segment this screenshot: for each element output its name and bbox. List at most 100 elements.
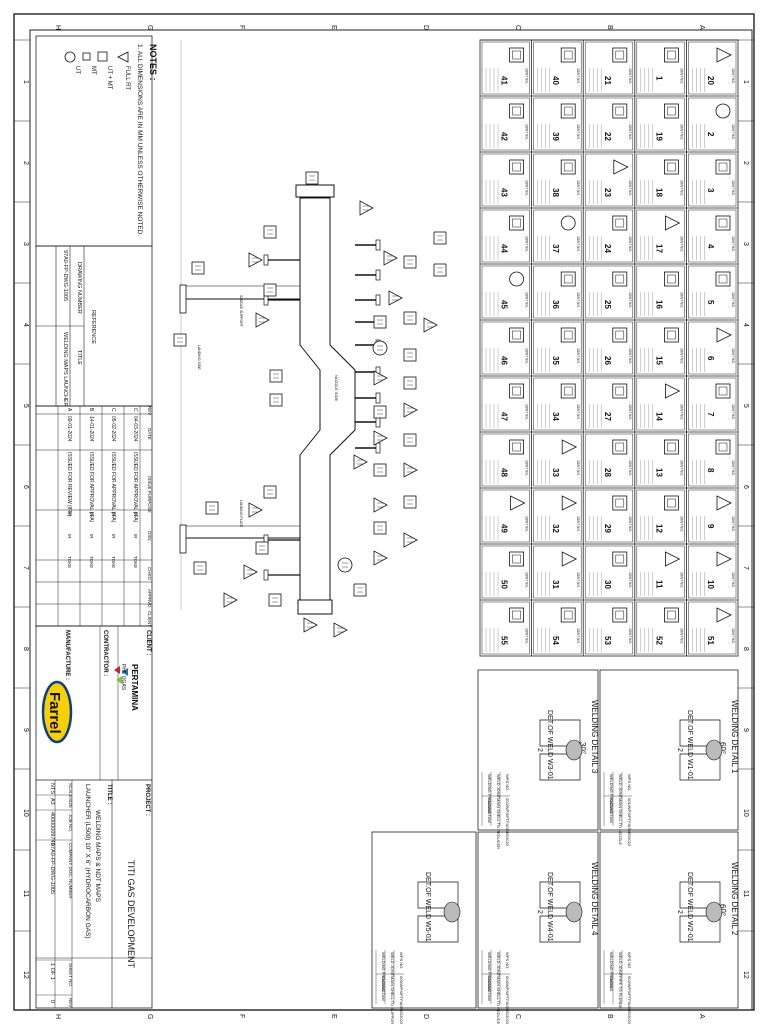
revision-initials: IR (111, 534, 116, 539)
weld-joint-label: JOINT NO. (628, 292, 632, 308)
weld-joint-cell (584, 433, 634, 487)
end-flange (297, 599, 333, 615)
revision-purpose: ISSUED FOR APPROVAL (IFA) (88, 452, 94, 523)
full-rt-callout-icon (243, 564, 258, 580)
ut-mt-icon (509, 551, 525, 567)
weld-bead-icon (705, 901, 723, 923)
weld-bead-icon (443, 901, 461, 923)
weld-joint-number: 29 (603, 524, 612, 533)
revision-header: REV (147, 406, 152, 415)
ut-mt-callout-icon (269, 369, 283, 383)
weld-info-value: MAIN SHELL TO SUPPORT (390, 976, 395, 1024)
welding-detail-title: WELDING DETAIL 4 (590, 862, 599, 936)
weld-joint-label: JOINT NO. (576, 628, 580, 644)
weld-joint-label: JOINT NO. (628, 404, 632, 420)
welding-detail-box (371, 831, 477, 1009)
company-doc-value: 97A0-FP-DWG-1005 (49, 843, 55, 894)
grid-number-left: 6 (22, 485, 29, 489)
ut-mt-icon (664, 271, 679, 287)
revision-initials: IR (133, 512, 138, 517)
grid-number-right: 5 (742, 404, 749, 408)
weld-joint-number: 11 (654, 580, 663, 589)
full-rt-callout-icon (373, 550, 388, 566)
weld-joint-label: JOINT NO. (731, 572, 735, 588)
ut-mt-icon (612, 551, 628, 567)
title-line1: WELDING MAPS & NDT MAPS (94, 810, 101, 903)
ut-mt-icon (612, 607, 628, 623)
welding-detail-box (477, 831, 599, 1009)
grid-number-right: 3 (742, 242, 749, 246)
weld-info-label: WPS NO. (627, 952, 632, 969)
contractor-label: CONTRACTOR : (102, 630, 108, 676)
grid-letter-bottom: F (238, 1014, 245, 1018)
weld-joint-number: 27 (603, 412, 612, 421)
weld-joint-label: JOINT NO. (576, 180, 580, 196)
grid-number-right: 2 (742, 161, 749, 165)
sheet-value: 1 OF 1 (49, 963, 55, 980)
manufacturer-name: Farrel (46, 692, 63, 734)
weld-info-label: WELDING PROCESS (487, 774, 492, 814)
welding-detail-title: WELDING DETAIL 1 (730, 700, 739, 774)
full-rt-callout-icon (255, 312, 270, 328)
welding-detail-title: WELDING DETAIL 2 (730, 862, 739, 936)
weld-info-label: WPS NO. (627, 774, 632, 791)
grid-letter-bottom: D (422, 1014, 429, 1019)
revision-initials: IR (89, 512, 94, 517)
weld-joint-number: 49 (500, 524, 509, 533)
support-label-right: LANDING PLATE (239, 500, 243, 528)
weld-joint-cell (481, 601, 530, 655)
ut-icon (560, 215, 576, 231)
weld-joint-number: 25 (603, 300, 612, 309)
weld-joint-cell (636, 489, 685, 543)
ut-mt-icon (715, 439, 731, 455)
ut-mt-icon (509, 607, 525, 623)
weld-joint-cell (481, 153, 530, 207)
grid-letter-bottom: C (514, 1014, 521, 1019)
weld-info-label: WELDING PROCESS (609, 774, 614, 814)
weld-joint-label: JOINT NO. (628, 628, 632, 644)
revision-date: 04-03-2024 (132, 416, 138, 442)
ut-mt-callout-icon (173, 333, 187, 347)
weld-joint-label: JOINT NO. (576, 124, 580, 140)
weld-joint-number: 42 (500, 132, 509, 141)
weld-joint-number: 50 (500, 580, 509, 589)
weld-joint-label: JOINT NO. (679, 180, 683, 196)
weld-joint-number: 45 (500, 300, 509, 309)
revision-initials: TOKE (133, 556, 138, 568)
inner-border (29, 29, 753, 1011)
revision-initials: TOKE (111, 556, 116, 568)
weld-joint-number: 43 (500, 188, 509, 197)
weld-joint-cell (584, 265, 634, 319)
full-rt-icon (613, 159, 629, 175)
revision-initials: IR (67, 512, 72, 517)
revision-initials: IR (111, 512, 116, 517)
ut-mt-callout-icon (263, 225, 277, 239)
ut-mt-icon (664, 103, 679, 119)
weld-joint-cell (688, 433, 737, 487)
ut-mt-icon (560, 271, 576, 287)
legend-label-4: UT (74, 66, 80, 74)
full-rt-icon (510, 495, 526, 511)
weld-joint-number: 22 (603, 132, 612, 141)
weld-joint-cell (584, 601, 634, 655)
weld-joint-label: JOINT NO. (628, 572, 632, 588)
full-rt-callout-icon (359, 200, 374, 216)
full-rt-callout-icon (403, 532, 418, 548)
ut-callout-icon (337, 557, 353, 573)
weld-joint-label: JOINT NO. (679, 460, 683, 476)
groove-angle: 60° (718, 742, 727, 754)
title-block: CLIENT : CONTRACTOR : MANUFACTURE : PERT… (35, 625, 153, 1009)
weld-joint-number: 54 (551, 636, 560, 645)
weld-info-label: WELDING PROCESS (609, 952, 614, 992)
weld-joint-number: 21 (603, 76, 612, 85)
weld-joint-number: 40 (551, 76, 560, 85)
ut-mt-callout-icon (433, 263, 447, 277)
weld-joint-label: JOINT NO. (525, 460, 529, 476)
grid-number-left: 1 (22, 80, 29, 84)
ut-mt-icon (560, 383, 576, 399)
weld-joint-label: JOINT NO. (628, 124, 632, 140)
revision-date: 09-01-2024 (66, 416, 72, 442)
weld-joint-cell (533, 433, 582, 487)
ut-mt-icon (664, 47, 679, 63)
grid-letter-bottom: B (606, 1014, 613, 1019)
